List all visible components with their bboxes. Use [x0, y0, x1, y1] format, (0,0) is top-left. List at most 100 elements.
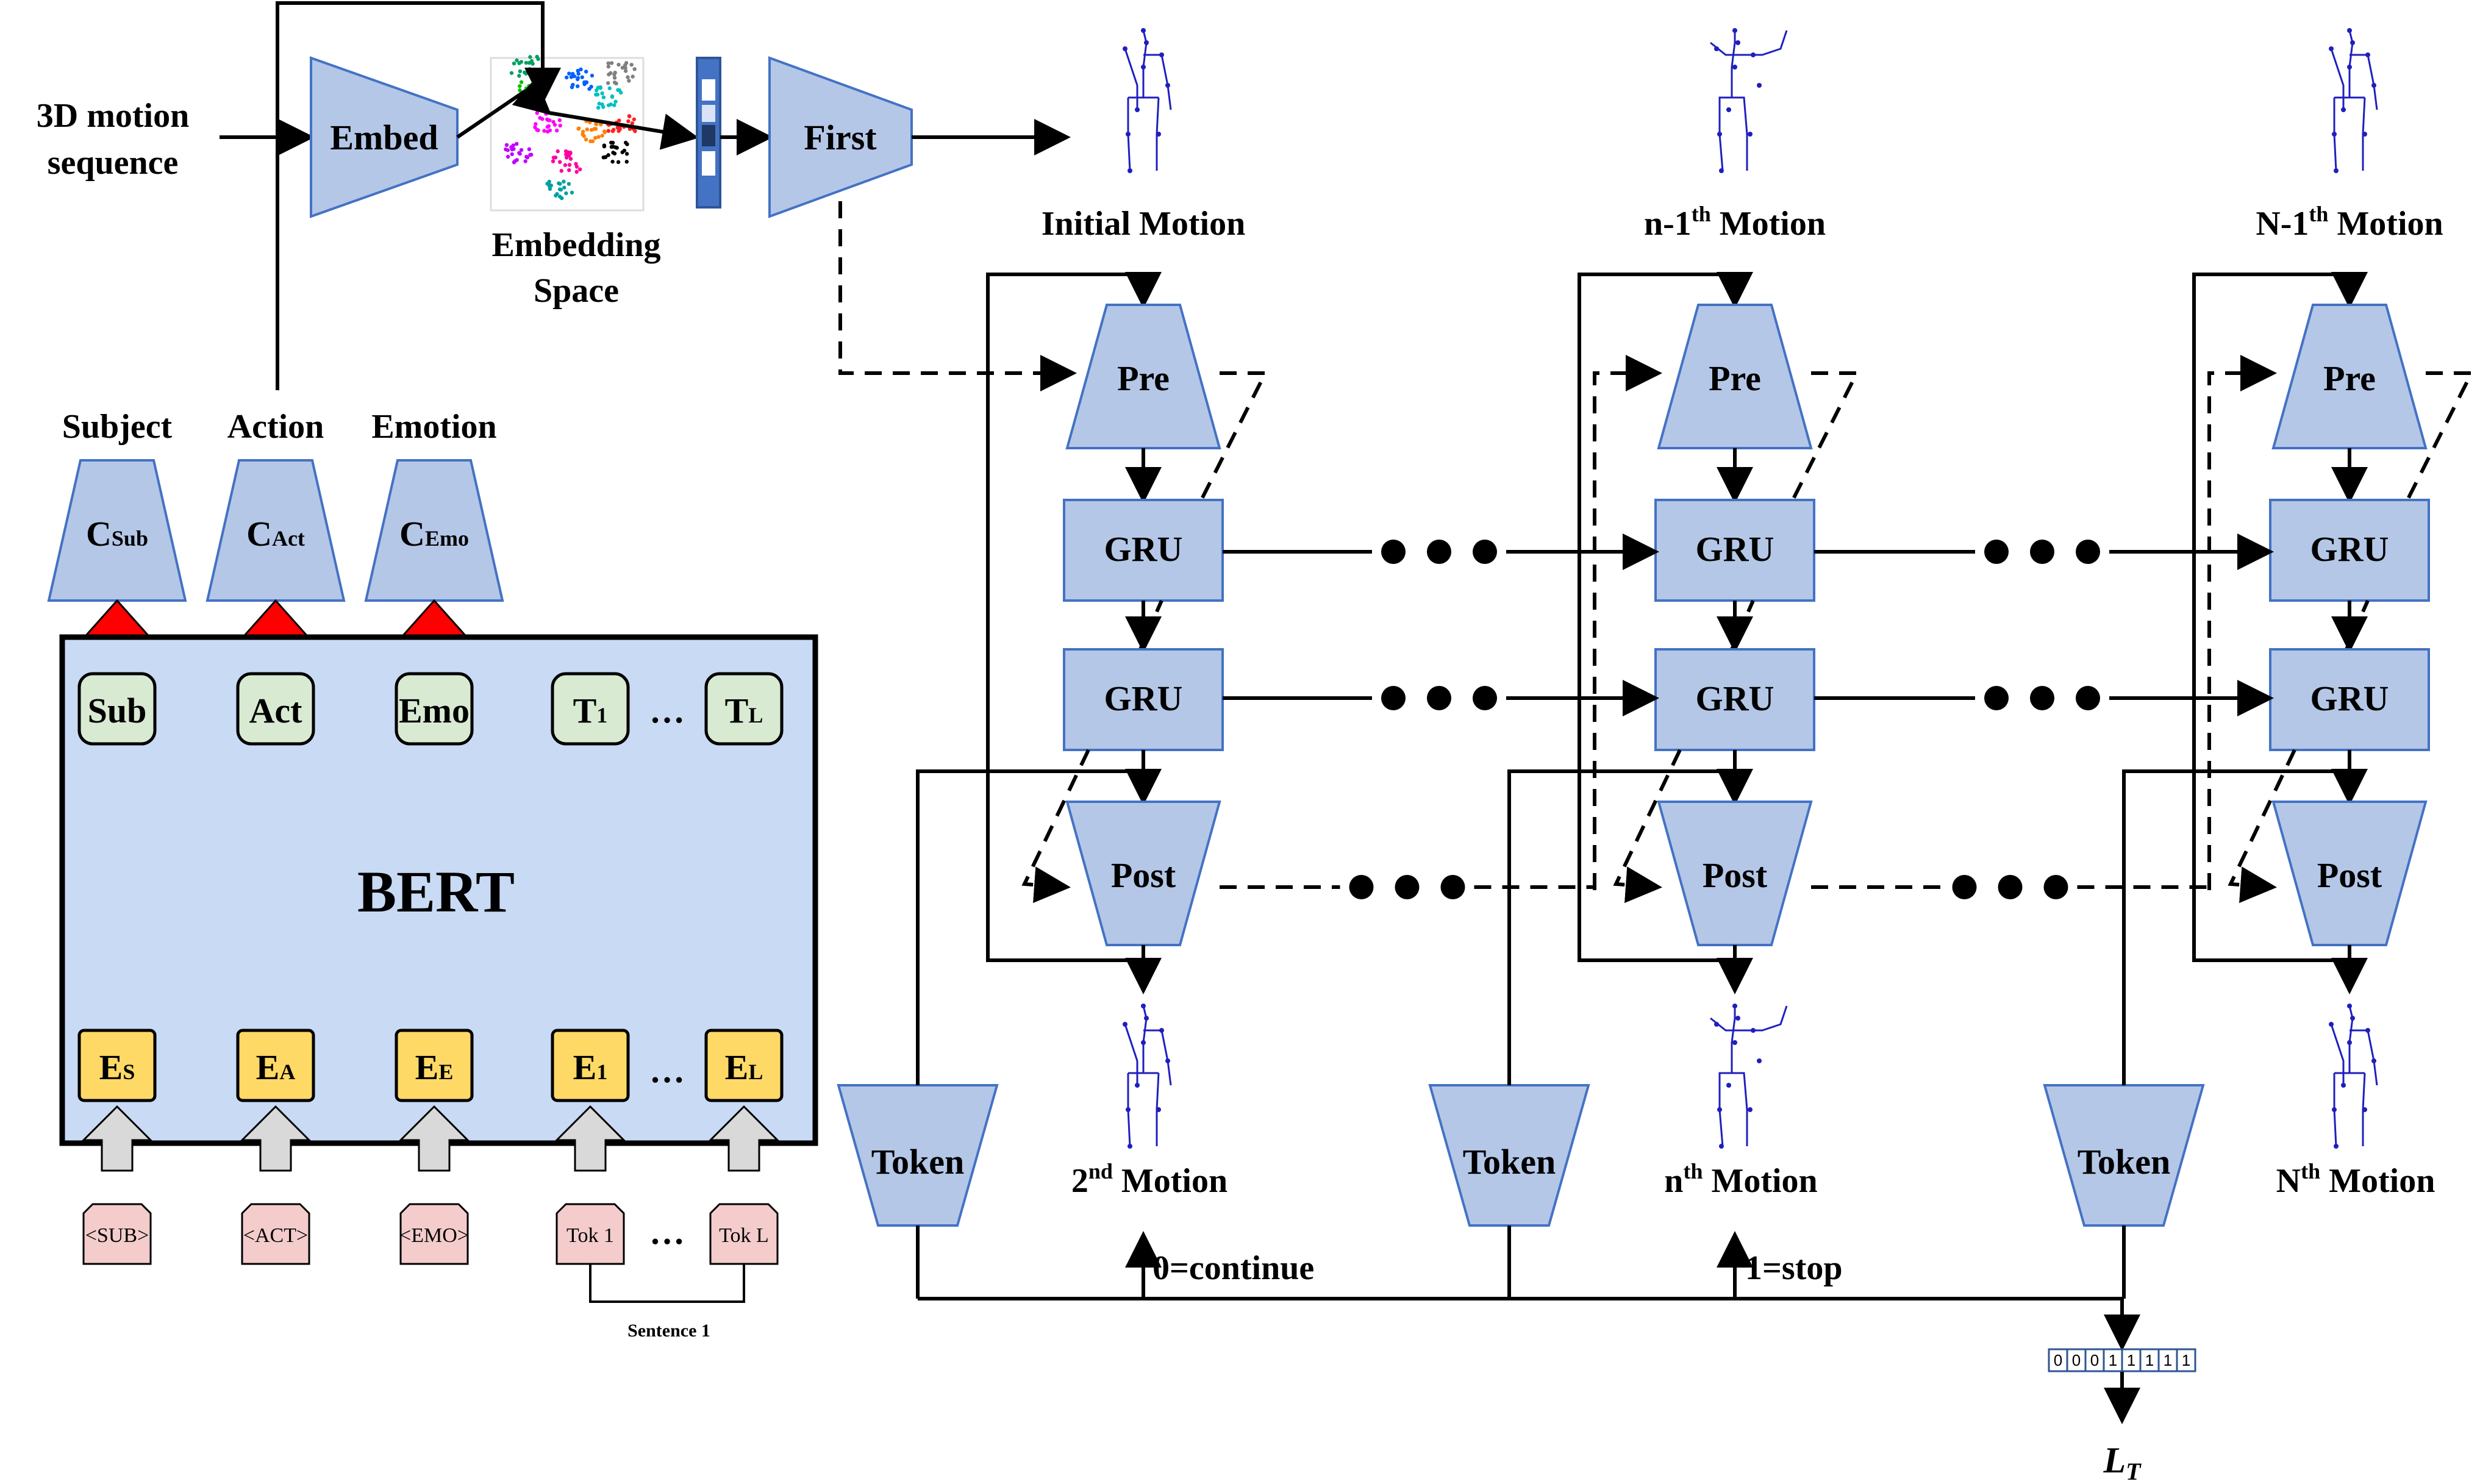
- ellipsis-dot: [1440, 875, 1465, 899]
- svg-text:EA: EA: [256, 1047, 296, 1087]
- svg-text:TL: TL: [725, 691, 763, 730]
- embedding-point: [519, 80, 524, 84]
- gru-block-1: GRU: [2269, 499, 2430, 602]
- embedding-point: [506, 154, 510, 159]
- embedding-point: [610, 95, 615, 99]
- embedding-point: [571, 82, 575, 87]
- embedding-point: [563, 149, 568, 154]
- gru-block-1: GRU: [1063, 499, 1224, 602]
- ellipsis-dot: [1381, 540, 1406, 564]
- embedding-point: [590, 73, 595, 78]
- svg-text:Tok L: Tok L: [719, 1224, 769, 1247]
- embedding-point: [589, 85, 593, 89]
- action-feedback-line: [276, 1, 561, 390]
- embedding-point: [568, 150, 573, 155]
- ellipsis-dot: [2076, 686, 2100, 710]
- head-title: Subject: [62, 408, 173, 446]
- first-block: First: [768, 56, 913, 218]
- embedding-point: [623, 63, 627, 68]
- output-ellipsis: …: [649, 691, 685, 730]
- embedding-point: [534, 122, 538, 126]
- bert-output-1: Act: [236, 672, 315, 746]
- embedding-point: [518, 84, 522, 88]
- embedding-point: [515, 58, 519, 63]
- ellipsis-dot: [2030, 540, 2054, 564]
- bert-embedding-4: EL: [704, 1029, 784, 1172]
- skeleton-figure: [2329, 28, 2378, 173]
- embedding-point: [610, 129, 615, 134]
- embedding-point: [555, 128, 559, 133]
- classifier-label: CAct: [246, 514, 305, 554]
- embedding-point: [602, 129, 607, 134]
- embedding-point: [592, 127, 596, 131]
- top-motion-label: Initial Motion: [1042, 205, 1245, 243]
- token-block: Token: [2043, 1084, 2205, 1227]
- input-arrow: [554, 1105, 626, 1172]
- embedding-point: [529, 152, 534, 157]
- svg-text:1: 1: [2164, 1351, 2172, 1369]
- input-label: 3D motion sequence: [37, 97, 189, 182]
- head-title: Action: [227, 408, 324, 446]
- embedding-point: [551, 120, 556, 124]
- embedding-point: [610, 159, 615, 164]
- gru-block-2: GRU: [2269, 648, 2430, 751]
- svg-text:First: First: [804, 118, 877, 157]
- input-arrow: [240, 1105, 312, 1172]
- svg-text:Act: Act: [249, 691, 303, 730]
- ellipsis-dot: [1381, 686, 1406, 710]
- embedding-point: [576, 76, 580, 80]
- post-block: Post: [2271, 801, 2428, 946]
- ellipsis-dot: [1998, 875, 2023, 899]
- embedding-point: [614, 81, 618, 86]
- embedding-point: [531, 75, 536, 79]
- skeleton-figure: [2329, 1004, 2378, 1149]
- svg-text:GRU: GRU: [1696, 679, 1774, 718]
- svg-text:ES: ES: [99, 1047, 135, 1087]
- embedding-point: [522, 95, 527, 99]
- ellipsis-dot: [1473, 540, 1497, 564]
- svg-text:GRU: GRU: [2310, 679, 2389, 718]
- embedding-point: [523, 159, 527, 163]
- embedding-point: [518, 69, 523, 74]
- embedding-point: [515, 141, 519, 146]
- embedding-point: [623, 140, 628, 145]
- embedding-point: [558, 123, 562, 128]
- embedding-point: [600, 134, 604, 138]
- embedding-point: [606, 153, 610, 157]
- embedding-point: [588, 139, 593, 143]
- classifier-block: [47, 459, 187, 602]
- sentence-bracket: [589, 1264, 745, 1303]
- embedding-point: [616, 62, 621, 67]
- svg-text:E1: E1: [573, 1047, 608, 1087]
- gru-block-2: GRU: [1063, 648, 1224, 751]
- classifier-block: [205, 459, 346, 602]
- top-motion-label: N-1th Motion: [2256, 202, 2443, 243]
- bert-output-0: Sub: [77, 672, 157, 746]
- embedding-point: [529, 59, 534, 63]
- embedding-point: [517, 74, 521, 78]
- embedding-point: [606, 61, 610, 65]
- continue-label: 0=continue: [1152, 1249, 1314, 1287]
- embedding-point: [576, 127, 581, 131]
- embedding-point: [607, 86, 612, 90]
- embedding-point: [527, 67, 532, 71]
- skeleton-figure: [1710, 28, 1788, 173]
- embedding-ellipsis: …: [649, 1051, 685, 1090]
- post-block: Post: [1065, 801, 1221, 946]
- embedding-point: [594, 122, 599, 126]
- embedding-point: [538, 116, 542, 120]
- pre-block: Pre: [1657, 304, 1813, 449]
- embedding-point: [617, 118, 621, 123]
- embedding-point: [622, 148, 627, 153]
- post-block: Post: [1657, 801, 1813, 946]
- token-block: Token: [1428, 1084, 1590, 1227]
- embedding-point: [568, 157, 573, 161]
- embedding-point: [606, 129, 610, 133]
- embedding-point: [597, 101, 601, 106]
- svg-text:GRU: GRU: [1696, 529, 1774, 569]
- embedding-space-label: Embedding Space: [492, 226, 661, 310]
- embedding-point: [562, 185, 566, 190]
